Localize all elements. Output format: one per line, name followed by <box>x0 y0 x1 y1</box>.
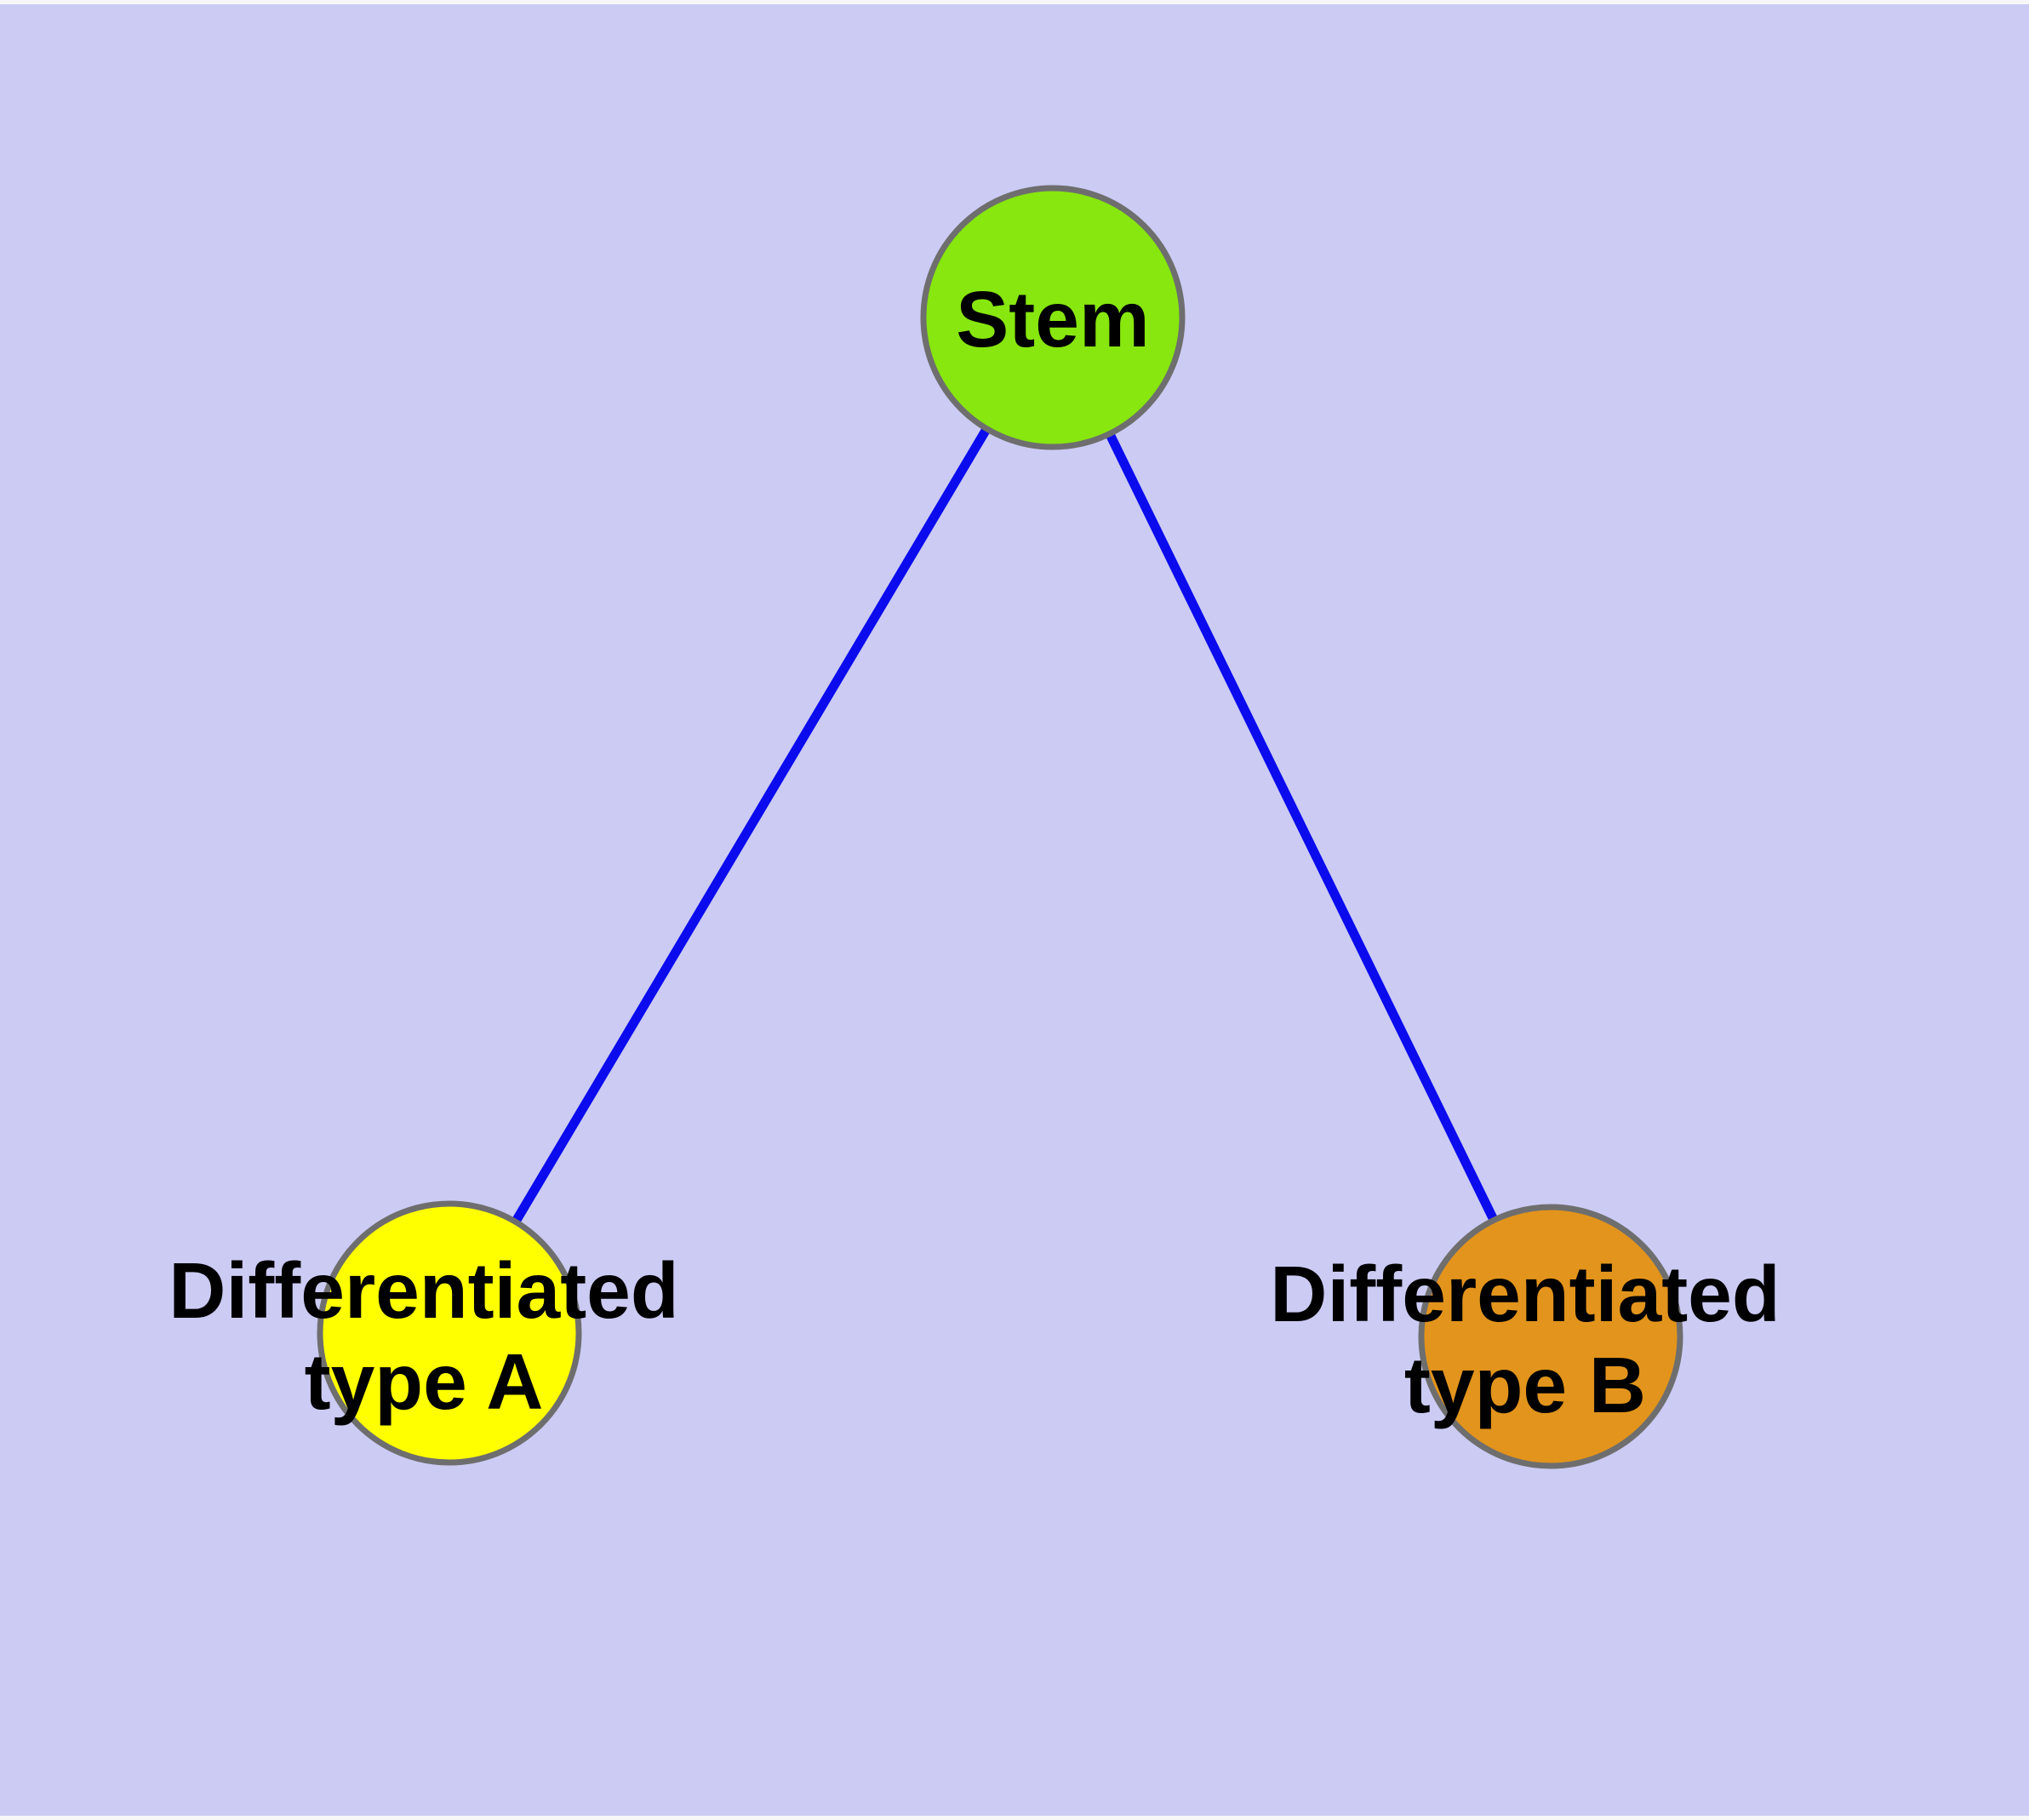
stem-node-label: Stem <box>956 275 1149 363</box>
differentiated-type-b-node <box>1418 1204 1683 1469</box>
top-edge-strip <box>0 0 2029 4</box>
differentiated-type-a-node <box>317 1200 582 1466</box>
bottom-edge-strip <box>0 1816 2029 1820</box>
type-a-label-line-2: type A <box>305 1337 544 1426</box>
stem-node <box>920 185 1186 450</box>
edge-stem-to-type-b <box>1049 315 1555 1339</box>
type-b-label-line-1: Differentiated <box>1270 1250 1780 1338</box>
edge-stem-to-type-a <box>445 315 1057 1336</box>
type-b-label-line-2: type B <box>1404 1341 1646 1429</box>
type-a-label-line-1: Differentiated <box>169 1246 678 1335</box>
